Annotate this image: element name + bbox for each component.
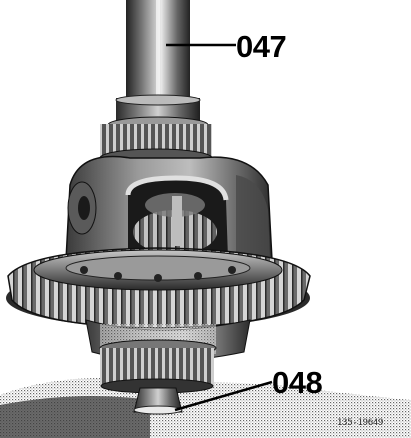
callout-label-048: 048 [272,365,323,400]
callout-label-047: 047 [236,29,287,64]
installer-base [133,387,183,413]
figure-reference-code: 135-19649 [337,418,384,428]
leader-line-048 [174,380,273,412]
